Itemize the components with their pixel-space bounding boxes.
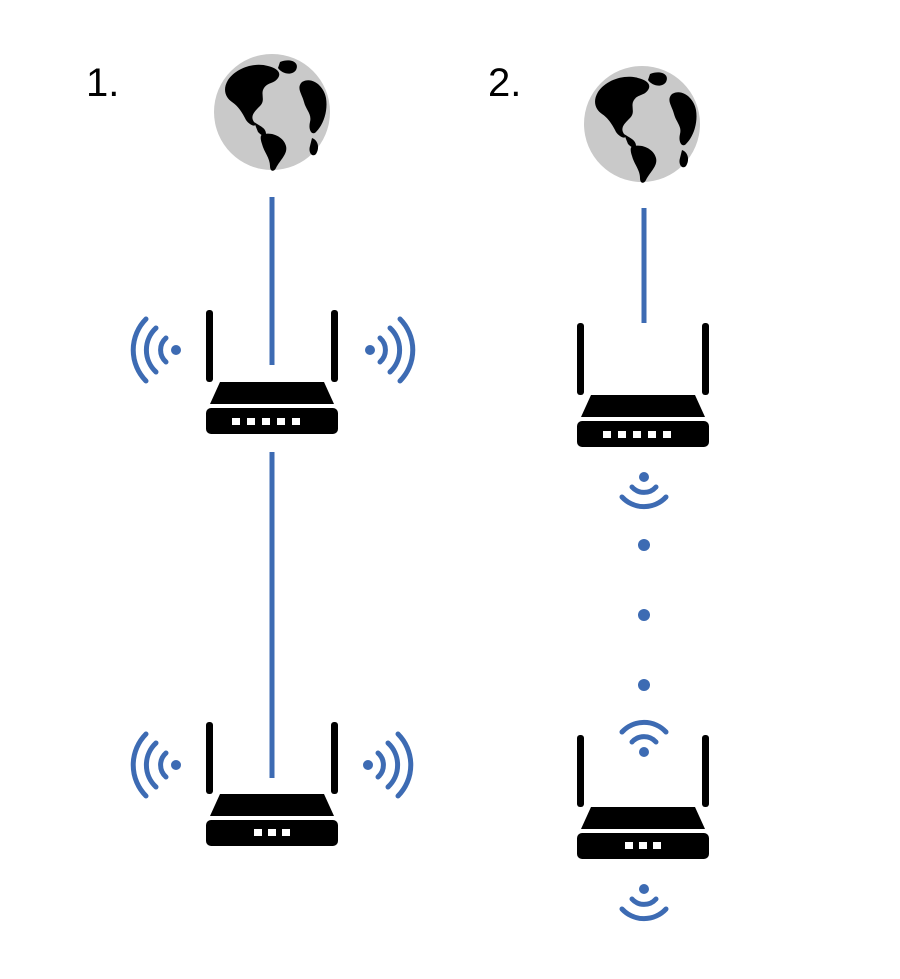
- panel-2-label: 2.: [488, 61, 522, 105]
- wifi-signal-icon: [363, 734, 411, 796]
- panel-1-label: 1.: [86, 61, 120, 105]
- wireless-hop-dots: [638, 539, 650, 691]
- globe-icon: [584, 66, 700, 183]
- wifi-signal-icon: [133, 734, 181, 796]
- panel-1: [133, 54, 413, 846]
- router-icon: [577, 735, 709, 859]
- wifi-signal-icon: [622, 472, 666, 507]
- router-icon: [206, 310, 338, 434]
- panel-2: [577, 66, 709, 919]
- wifi-signal-icon: [622, 722, 666, 757]
- router-icon: [577, 323, 709, 447]
- wifi-signal-icon: [133, 319, 181, 381]
- wifi-signal-icon: [622, 884, 666, 919]
- router-icon: [206, 722, 338, 846]
- wifi-signal-icon: [365, 319, 413, 381]
- globe-icon: [214, 54, 330, 171]
